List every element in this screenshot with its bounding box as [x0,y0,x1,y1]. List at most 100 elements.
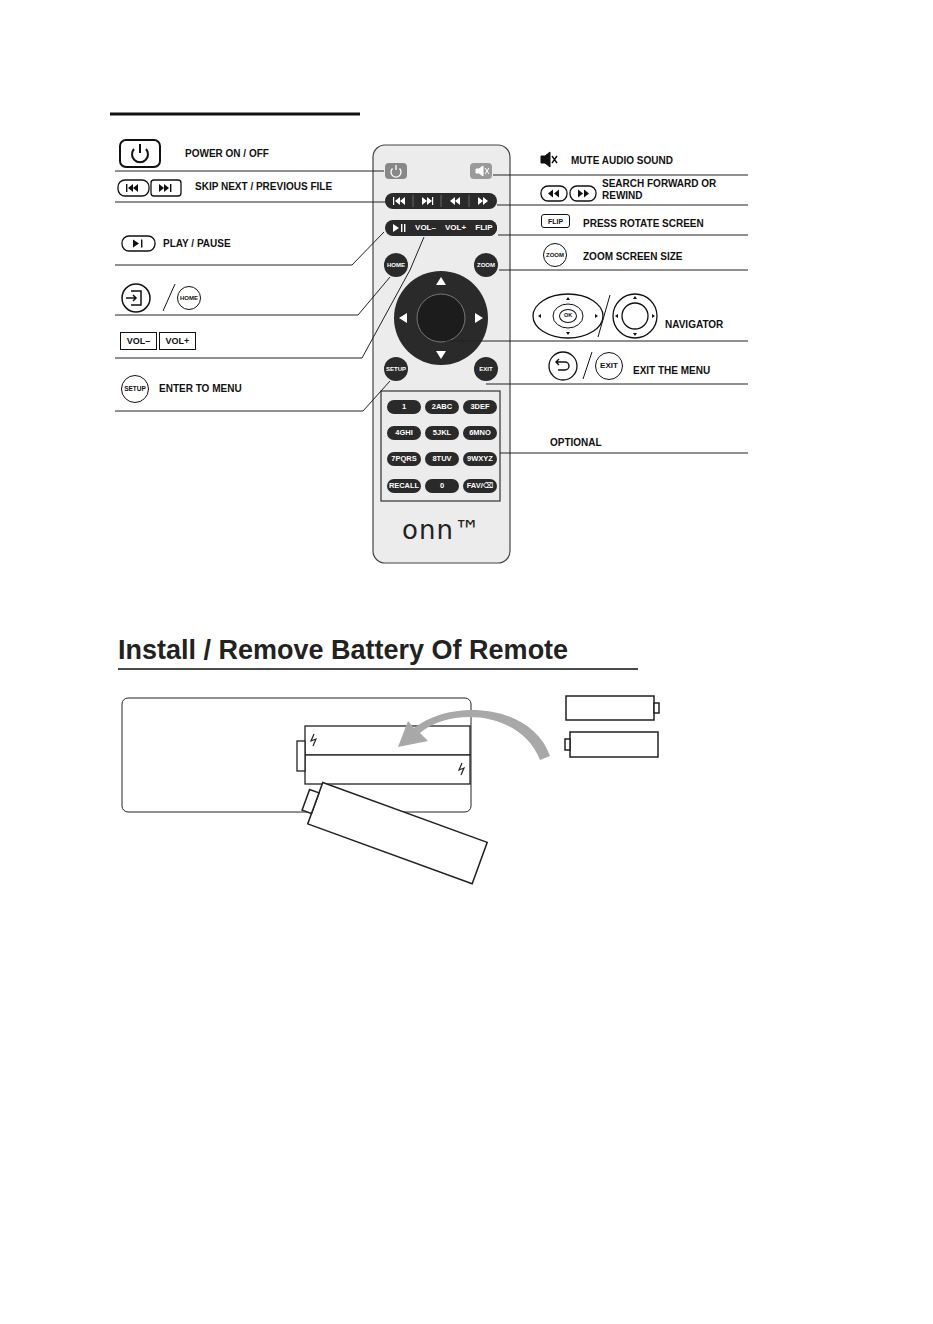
keypad-button: 0 [425,479,459,493]
battery [305,726,470,755]
button-label: RECALL [389,482,419,489]
keypad-button: 1 [387,400,421,414]
input-icon [122,284,150,312]
insert-arrow [398,710,550,760]
button-label: 3DEF [470,403,489,411]
exit-button: EXIT [474,357,498,381]
battery-inserting [298,779,487,884]
volume-up-button: VOL+ [441,220,470,236]
button-label: VOL– [415,224,436,232]
section-heading: Install / Remove Battery Of Remote [118,634,568,666]
keypad-button: 8TUV [425,452,459,466]
keypad-button: 5JKL [425,426,459,440]
battery-icon [570,732,658,757]
keypad-button: 3DEF [463,400,497,414]
skip-search-row [385,193,497,209]
navigator-ring [394,271,488,365]
button-label: 6MNO [469,429,491,437]
button-label: HOME [387,262,405,268]
battery-terminal [297,741,305,771]
button-label: VOL+ [445,224,466,232]
keypad-button: 2ABC [425,400,459,414]
callout-label: PRESS ROTATE SCREEN [583,218,704,230]
callout-label: SEARCH FORWARD OR REWIND [602,178,732,202]
power-symbol [132,144,148,162]
remote-control: VOL–VOL+FLIPHOMEZOOMSETUPEXIT12ABC3DEF4G… [373,145,510,563]
button-label: HOME [180,295,198,301]
slash [163,284,175,311]
callout-label: POWER ON / OFF [185,148,269,160]
button-label: FLIP [475,224,492,232]
navigator-ok [417,294,465,342]
button-label: 7PQRS [391,455,416,463]
battery-illustration [122,696,659,884]
keypad-button: 7PQRS [387,452,421,466]
callout-label: NAVIGATOR [665,319,723,331]
navigator-icon [533,294,603,338]
remote-body [373,145,510,563]
navigator-inner [553,304,583,328]
heading-rule [118,668,638,670]
flip-button: FLIP [471,220,497,236]
heading-rule [110,113,360,116]
power-button [385,163,407,179]
home-button: HOME [384,253,408,277]
callout-label: MUTE AUDIO SOUND [571,155,673,167]
volume-up-icon: VOL+ [159,332,196,350]
battery-icon [566,696,654,720]
play-pause-symbol [393,224,405,232]
button-label: EXIT [479,366,492,372]
callout-label: PLAY / PAUSE [163,238,231,250]
button-separators [413,195,469,207]
button-label: OK [564,313,572,319]
brand-logo: onn™ [402,517,481,543]
callout-label: ZOOM SCREEN SIZE [583,251,682,263]
play-pause-icon [122,236,155,251]
transport-symbols [393,197,488,205]
button-label: 2ABC [432,403,452,411]
button-label: SETUP [124,386,146,393]
button-label: VOL– [127,337,151,346]
button-label: ZOOM [546,252,564,258]
slash [583,352,592,379]
battery-compartment [122,698,471,812]
button-label: VOL+ [166,337,190,346]
battery [305,755,470,784]
home-icon: HOME [177,286,201,310]
volume-down-icon: VOL– [120,332,157,350]
play-volume-row [385,220,497,236]
button-label: 8TUV [432,455,451,463]
button-label: FAV/⌫ [467,482,494,490]
skip-next-icon [151,180,181,196]
back-icon [549,352,577,380]
keypad-button: RECALL [387,479,421,493]
button-label: 9WXYZ [467,455,493,463]
zoom-icon: ZOOM [543,243,567,267]
input-symbol [126,291,141,305]
mute-button [470,163,492,179]
slash [598,295,610,337]
button-label: ZOOM [477,262,495,268]
setup-icon: SETUP [121,375,149,403]
button-label: 1 [402,403,406,411]
power-symbol [391,165,401,177]
mute-icon [541,152,550,167]
callout-label: ENTER TO MENU [159,383,242,395]
callout-label: OPTIONAL [550,437,602,449]
keypad-button: 9WXYZ [463,452,497,466]
exit-icon: EXIT [595,352,623,380]
keypad-frame [381,391,500,501]
keypad-button: 6MNO [463,426,497,440]
setup-button: SETUP [384,357,408,381]
mute-symbol [476,166,489,176]
leader-lines [115,171,748,453]
left-icons [118,140,181,312]
button-label: FLIP [548,218,563,225]
ok-icon: OK [559,309,577,323]
navigator-arrows [399,277,483,359]
callout-label: SKIP NEXT / PREVIOUS FILE [195,181,332,193]
remote-housing [373,145,510,563]
flip-icon: FLIP [541,214,570,228]
power-icon [120,140,160,167]
